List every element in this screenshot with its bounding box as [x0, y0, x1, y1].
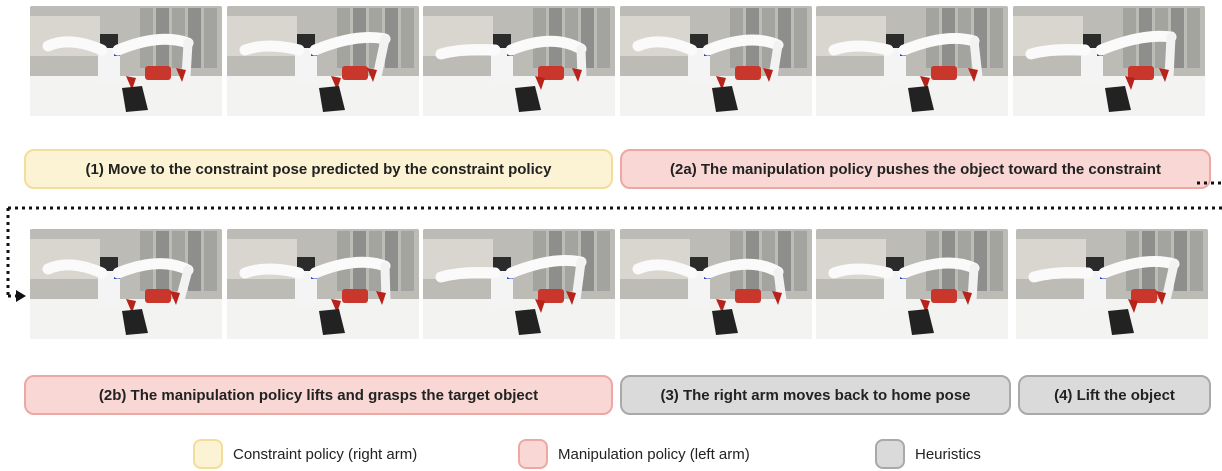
caption-step4: (4) Lift the object: [1018, 375, 1211, 415]
arrow-right-icon: [16, 290, 26, 302]
caption-step2b: (2b) The manipulation policy lifts and g…: [24, 375, 613, 415]
legend-label: Constraint policy (right arm): [233, 445, 418, 463]
photo-frame-2-5: [816, 229, 1008, 339]
legend-manipulation: Manipulation policy (left arm): [518, 437, 750, 471]
photo-frame-1-5: [816, 6, 1008, 116]
caption-step1: (1) Move to the constraint pose predicte…: [24, 149, 613, 189]
photo-frame-2-6: [1016, 229, 1208, 339]
photo-frame-1-4: [620, 6, 812, 116]
legend-heuristics: Heuristics: [875, 437, 981, 471]
photo-frame-1-1: [30, 6, 222, 116]
photo-frame-1-3: [423, 6, 615, 116]
legend-label: Heuristics: [915, 445, 981, 463]
photo-frame-1-6: [1013, 6, 1205, 116]
legend-swatch-gray: [875, 439, 905, 469]
legend-constraint: Constraint policy (right arm): [193, 437, 417, 471]
photo-frame-2-2: [227, 229, 419, 339]
legend-swatch-red: [518, 439, 548, 469]
photo-frame-2-3: [423, 229, 615, 339]
legend-swatch-yellow: [193, 439, 223, 469]
legend-label: Manipulation policy (left arm): [558, 445, 750, 463]
photo-frame-2-4: [620, 229, 812, 339]
photo-frame-2-1: [30, 229, 222, 339]
photo-frame-1-2: [227, 6, 419, 116]
caption-step3: (3) The right arm moves back to home pos…: [620, 375, 1011, 415]
caption-step2a: (2a) The manipulation policy pushes the …: [620, 149, 1211, 189]
